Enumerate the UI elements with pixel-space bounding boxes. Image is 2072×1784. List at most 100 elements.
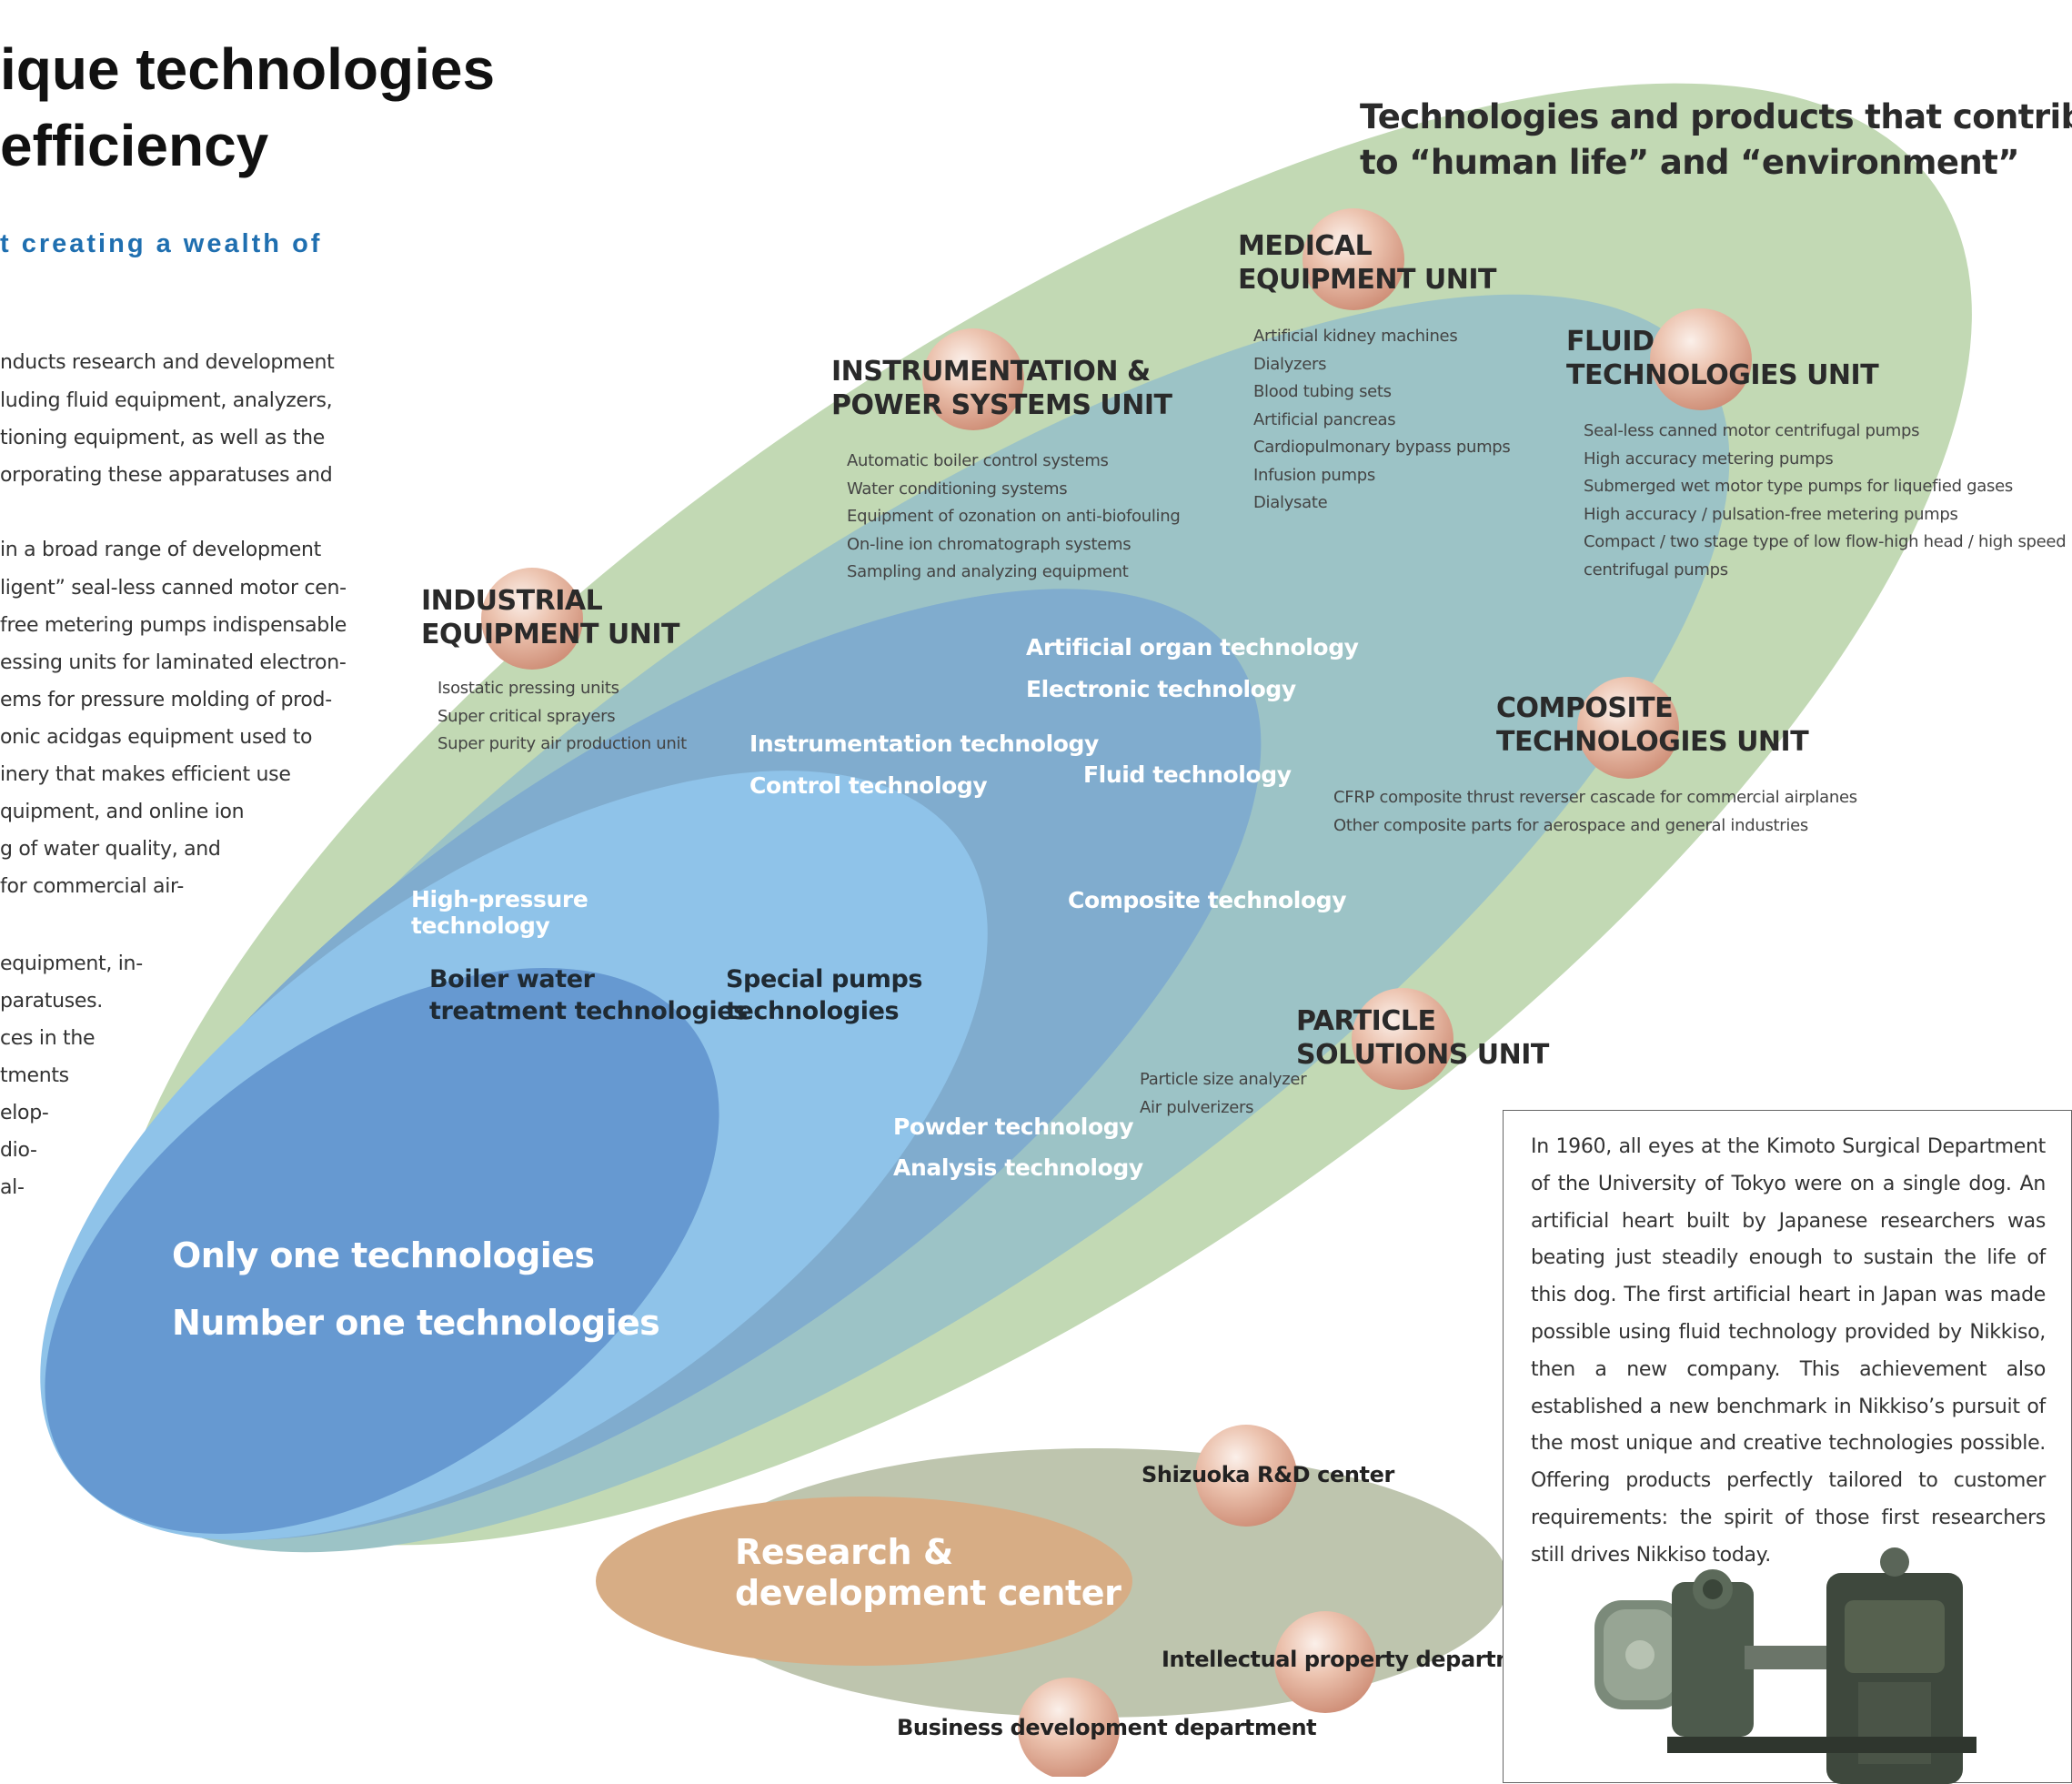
list-item: Dialyzers <box>1253 354 1327 374</box>
tech-control: Control technology <box>749 772 988 799</box>
body-line: quipment, and online ion <box>0 801 245 823</box>
list-item: CFRP composite thrust reverser cascade f… <box>1333 788 1857 807</box>
composite-unit-sphere <box>1577 677 1679 779</box>
list-item: Seal-less canned motor centrifugal pumps <box>1584 421 1920 440</box>
instrumentation-unit-title-line-2: POWER SYSTEMS UNIT <box>831 389 1172 421</box>
list-item: Sampling and analyzing equipment <box>847 562 1129 581</box>
list-item: centrifugal pumps <box>1584 559 1728 580</box>
list-item: Artificial pancreas <box>1253 409 1396 429</box>
business-sphere <box>1018 1678 1120 1777</box>
shizuoka-sphere <box>1195 1425 1297 1527</box>
tech-high-pressure: High-pressure technology <box>411 886 588 939</box>
list-item: Isostatic pressing units <box>438 679 619 698</box>
industrial-unit-title-line-1: INDUSTRIAL <box>421 585 603 617</box>
fluid-unit-title: FLUID TECHNOLOGIES UNIT <box>1566 325 1879 392</box>
list-item: Equipment of ozonation on anti-biofoulin… <box>847 507 1181 526</box>
body-line: tioning equipment, as well as the <box>0 427 326 449</box>
body-line: al- <box>0 1176 25 1199</box>
medical-unit-title-line-2: EQUIPMENT UNIT <box>1238 264 1496 296</box>
tech-analysis: Analysis technology <box>893 1154 1143 1181</box>
list-item: Other composite parts for aerospace and … <box>1333 815 1808 835</box>
intellectual-property-department: Intellectual property department <box>1162 1647 1558 1672</box>
list-item: Compact / two stage type of low flow-hig… <box>1584 532 2067 551</box>
page-heading-line-2: efficiency <box>0 113 269 178</box>
boiler-water-line-2: treatment technologies <box>429 997 748 1025</box>
list-item: Super purity air production unit <box>438 734 687 753</box>
boiler-water-line-1: Boiler water <box>429 965 595 993</box>
tech-high-pressure-line-1: High-pressure <box>411 886 588 912</box>
medical-unit-title: MEDICAL EQUIPMENT UNIT <box>1238 229 1496 297</box>
body-line: dio- <box>0 1139 37 1162</box>
rd-center-title: Research & development center <box>735 1532 1121 1614</box>
body-line: ems for pressure molding of prod- <box>0 689 332 711</box>
body-line: nducts research and development <box>0 351 335 374</box>
special-pumps-technologies: Special pumps technologies <box>726 963 923 1027</box>
industrial-unit-list: Isostatic pressing units Super critical … <box>438 675 687 759</box>
list-item: Super critical sprayers <box>438 706 616 726</box>
list-item: Automatic boiler control systems <box>847 451 1109 470</box>
body-line: essing units for laminated electron- <box>0 651 347 674</box>
list-item: Cardiopulmonary bypass pumps <box>1253 438 1511 457</box>
body-line: free metering pumps indispensable <box>0 614 347 637</box>
list-item: Artificial kidney machines <box>1253 327 1458 346</box>
particle-unit-title-line-2: SOLUTIONS UNIT <box>1296 1039 1549 1071</box>
list-item: High accuracy / pulsation-free metering … <box>1584 504 1958 524</box>
boiler-water-technologies: Boiler water treatment technologies <box>429 963 748 1027</box>
composite-unit-title-line-2: TECHNOLOGIES UNIT <box>1496 726 1809 758</box>
particle-unit-title: PARTICLE SOLUTIONS UNIT <box>1296 1004 1549 1072</box>
industrial-unit-title: INDUSTRIAL EQUIPMENT UNIT <box>421 584 679 651</box>
body-line: elop- <box>0 1102 49 1124</box>
instrumentation-unit-title: INSTRUMENTATION & POWER SYSTEMS UNIT <box>831 355 1172 422</box>
core-number-one: Number one technologies <box>172 1303 660 1343</box>
core-blue-ellipse <box>45 968 719 1534</box>
body-line: g of water quality, and <box>0 838 221 861</box>
body-line: ligent” seal-less canned motor cen- <box>0 577 347 600</box>
composite-unit-list: CFRP composite thrust reverser cascade f… <box>1333 784 1857 840</box>
page-heading-line-1: ique technologies <box>0 36 496 102</box>
tech-high-pressure-line-2: technology <box>411 912 550 939</box>
medical-unit-title-line-1: MEDICAL <box>1238 230 1373 262</box>
fluid-unit-list: Seal-less canned motor centrifugal pumps… <box>1584 418 2067 584</box>
body-line: inery that makes efficient use <box>0 763 291 786</box>
composite-unit-title-line-1: COMPOSITE <box>1496 692 1674 724</box>
list-item: Water conditioning systems <box>847 479 1068 499</box>
medical-unit-sphere <box>1303 208 1404 310</box>
tech-artificial-organ: Artificial organ technology <box>1026 634 1359 660</box>
industrial-unit-sphere <box>481 568 583 670</box>
special-pumps-line-2: technologies <box>726 997 900 1025</box>
list-item: Infusion pumps <box>1253 465 1375 485</box>
list-item: On-line ion chromatograph systems <box>847 534 1132 554</box>
body-line: tments <box>0 1064 69 1087</box>
composite-unit-title: COMPOSITE TECHNOLOGIES UNIT <box>1496 691 1809 759</box>
tech-powder: Powder technology <box>893 1114 1134 1140</box>
instrumentation-unit-sphere <box>922 328 1024 430</box>
body-line: equipment, in- <box>0 952 143 975</box>
instrumentation-unit-title-line-1: INSTRUMENTATION & <box>831 356 1151 388</box>
history-text: In 1960, all eyes at the Kimoto Surgical… <box>1531 1135 2046 1567</box>
pump-photo <box>1594 1547 1976 1784</box>
ip-sphere <box>1274 1611 1376 1713</box>
list-item: Dialysate <box>1253 493 1328 512</box>
tech-electronic: Electronic technology <box>1026 676 1296 702</box>
fluid-unit-title-line-1: FLUID <box>1566 326 1655 358</box>
particle-unit-title-line-1: PARTICLE <box>1296 1005 1436 1037</box>
contribute-title-line-1: Technologies and products that contribut… <box>1360 97 2072 136</box>
body-line: for commercial air- <box>0 875 185 898</box>
list-item: Particle size analyzer <box>1140 1070 1307 1089</box>
instrumentation-unit-list: Automatic boiler control systems Water c… <box>847 448 1181 587</box>
contribute-title-line-2: to “human life” and “environment” <box>1360 143 2020 182</box>
rd-center-title-line-1: Research & <box>735 1532 953 1572</box>
rd-ellipse-inner <box>596 1497 1132 1666</box>
fluid-unit-title-line-2: TECHNOLOGIES UNIT <box>1566 359 1879 391</box>
special-pumps-line-1: Special pumps <box>726 965 923 993</box>
body-line: orporating these apparatuses and <box>0 464 333 487</box>
page-subheading: t creating a wealth of <box>0 229 323 258</box>
body-line: paratuses. <box>0 990 103 1013</box>
core-only-one: Only one technologies <box>172 1235 595 1275</box>
rd-center-title-line-2: development center <box>735 1573 1121 1613</box>
tech-composite: Composite technology <box>1068 887 1347 913</box>
medical-unit-list: Artificial kidney machines Dialyzers Blo… <box>1253 323 1511 518</box>
list-item: Submerged wet motor type pumps for lique… <box>1584 477 2013 496</box>
body-line: onic acidgas equipment used to <box>0 726 313 749</box>
